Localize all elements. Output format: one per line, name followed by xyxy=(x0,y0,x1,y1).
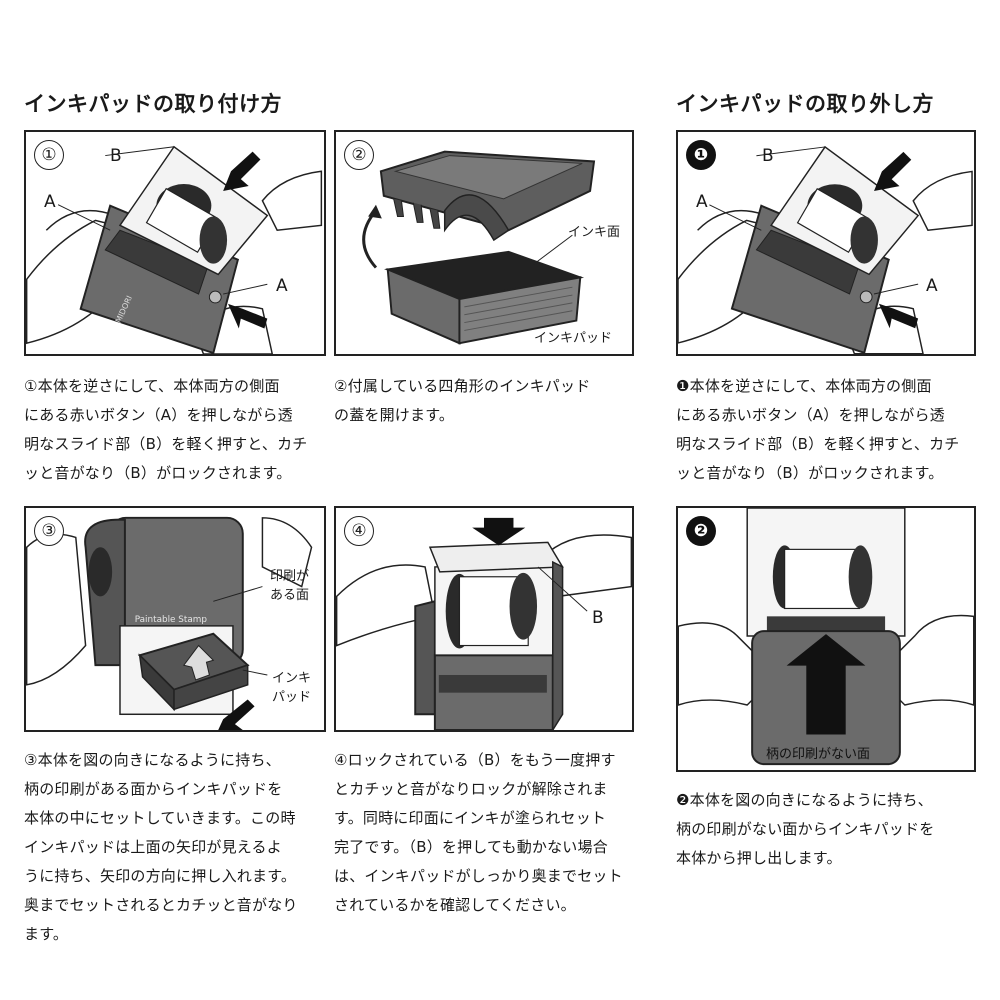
push-out-ink-pad-illustration xyxy=(678,508,974,766)
label-a-right: A xyxy=(926,276,938,296)
label-printed-face: 印刷が ある面 xyxy=(270,569,310,603)
svg-text:Paintable Stamp: Paintable Stamp xyxy=(135,615,208,625)
stamp-unlock-illustration: MIDORI xyxy=(26,145,323,354)
label-b: B xyxy=(762,146,774,166)
caption-step-2: ②付属している四角形のインキパッド の蓋を開けます。 xyxy=(334,377,591,424)
label-a-left: A xyxy=(696,192,708,212)
label-b: B xyxy=(592,608,604,628)
illustration-step-2: ② インキ面 インキパッド xyxy=(334,130,634,356)
ink-pad-lid-illustration xyxy=(362,150,596,345)
illustration-step-3: Paintable Stamp ③ 印刷が ある面 インキ パッド xyxy=(24,506,326,732)
illustration-step-4: ④ B xyxy=(334,506,634,732)
remove-step-number-1: ❶ xyxy=(686,140,716,170)
caption-step-3: ③本体を図の向きになるように持ち、 柄の印刷がある面からインキパッドを 本体の中… xyxy=(24,751,298,943)
label-ink-surface: インキ面 xyxy=(568,225,621,240)
step-number-2: ② xyxy=(344,140,374,170)
step-number-3: ③ xyxy=(34,516,64,546)
caption-step-4: ④ロックされている（B）をもう一度押す とカチッと音がなりロックが解除されま す… xyxy=(334,751,623,914)
label-b: B xyxy=(110,146,122,166)
illustration-remove-step-1: ❶ B A A xyxy=(676,130,976,356)
release-lock-illustration xyxy=(336,517,632,730)
step-number-4: ④ xyxy=(344,516,374,546)
illustration-step-1: MIDORI ① B A A xyxy=(24,130,326,356)
attach-heading: インキパッドの取り付け方 xyxy=(24,92,282,116)
label-ink-pad: インキパッド xyxy=(534,331,613,346)
step-number-1: ① xyxy=(34,140,64,170)
illustration-remove-step-2: ❷ 柄の印刷がない面 xyxy=(676,506,976,772)
label-no-print-face: 柄の印刷がない面 xyxy=(766,747,871,762)
label-a-right: A xyxy=(276,276,288,296)
label-ink-pad: インキ パッド xyxy=(272,671,312,705)
caption-step-1: ①本体を逆さにして、本体両方の側面 にある赤いボタン（A）を押しながら透 明なス… xyxy=(24,377,308,482)
remove-step-number-2: ❷ xyxy=(686,516,716,546)
stamp-unlock-illustration-remove xyxy=(678,145,973,354)
label-a-left: A xyxy=(44,192,56,212)
caption-remove-step-1: ❶本体を逆さにして、本体両方の側面 にある赤いボタン（A）を押しながら透 明なス… xyxy=(676,377,960,482)
insert-ink-pad-illustration: Paintable Stamp xyxy=(26,516,313,730)
remove-heading: インキパッドの取り外し方 xyxy=(676,92,934,116)
caption-remove-step-2: ❷本体を図の向きになるように持ち、 柄の印刷がない面からインキパッドを 本体から… xyxy=(676,791,935,867)
